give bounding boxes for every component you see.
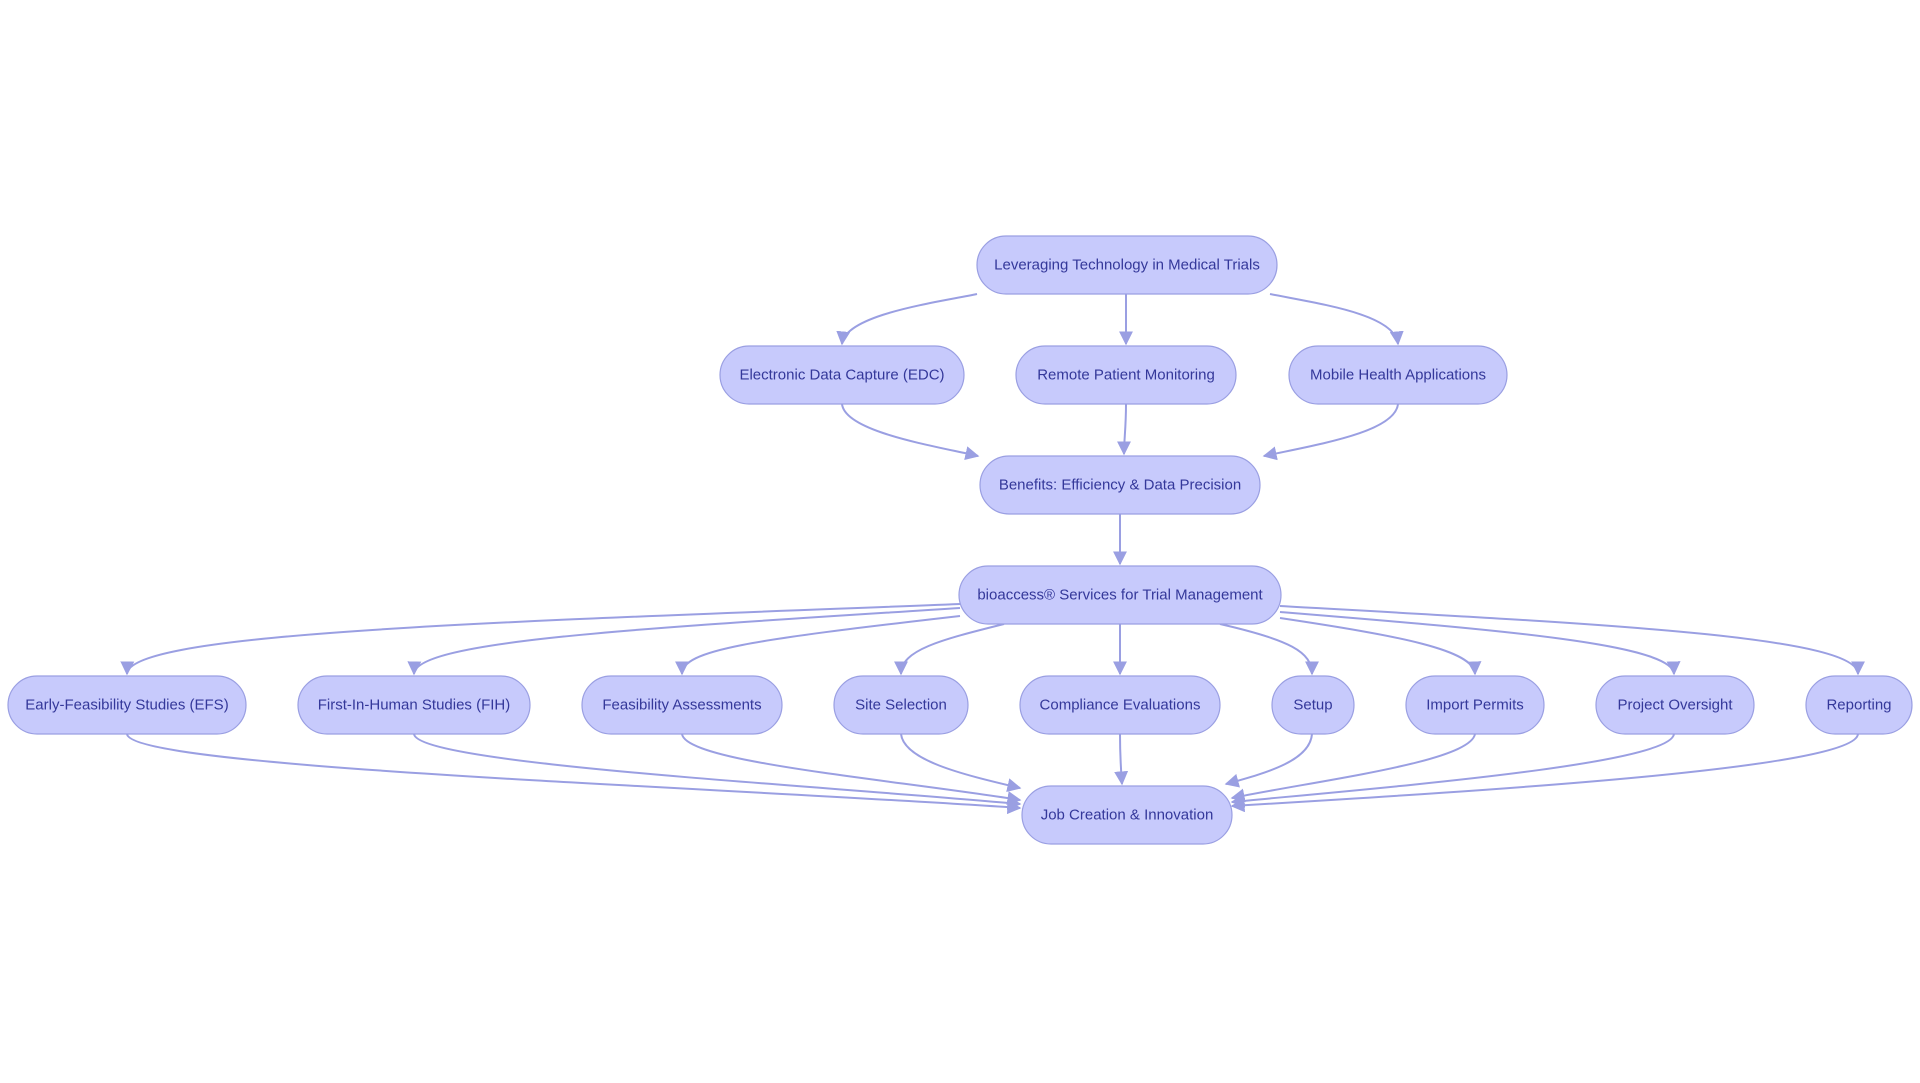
- node-site-label: Site Selection: [855, 697, 947, 714]
- edge-bioaccess-to-site: [894, 623, 1005, 676]
- edge-root-to-mha: [1269, 293, 1404, 346]
- edge-efs-to-jobs: [126, 733, 1022, 815]
- node-site: Site Selection: [833, 675, 969, 735]
- edge-bioaccess-to-oversight: [1279, 611, 1681, 676]
- edge-edc-to-benefits: [841, 403, 980, 460]
- node-rpm-label: Remote Patient Monitoring: [1037, 367, 1215, 384]
- node-comp: Compliance Evaluations: [1019, 675, 1221, 735]
- node-benefits-label: Benefits: Efficiency & Data Precision: [999, 477, 1241, 494]
- edge-bioaccess-to-reporting: [1279, 605, 1865, 676]
- node-setup-label: Setup: [1293, 697, 1332, 714]
- edge-bioaccess-to-setup: [1219, 623, 1319, 676]
- node-feas: Feasibility Assessments: [581, 675, 783, 735]
- node-benefits: Benefits: Efficiency & Data Precision: [979, 455, 1261, 515]
- edge-comp-to-jobs: [1114, 733, 1129, 786]
- edge-oversight-to-jobs: [1230, 733, 1675, 808]
- node-reporting-label: Reporting: [1826, 697, 1891, 714]
- node-jobs: Job Creation & Innovation: [1021, 785, 1233, 845]
- node-bioaccess: bioaccess® Services for Trial Management: [958, 565, 1282, 625]
- node-fih: First-In-Human Studies (FIH): [297, 675, 531, 735]
- edge-bioaccess-to-fih: [407, 607, 961, 676]
- node-root-label: Leveraging Technology in Medical Trials: [994, 257, 1260, 274]
- node-mha-label: Mobile Health Applications: [1310, 367, 1486, 384]
- edge-feas-to-jobs: [681, 733, 1022, 805]
- node-bioaccess-label: bioaccess® Services for Trial Management: [977, 587, 1263, 604]
- edge-bioaccess-to-feas: [675, 615, 961, 676]
- edge-bioaccess-to-import: [1279, 617, 1482, 676]
- node-edc-label: Electronic Data Capture (EDC): [739, 367, 944, 384]
- node-rpm: Remote Patient Monitoring: [1015, 345, 1237, 405]
- node-efs-label: Early-Feasibility Studies (EFS): [25, 697, 228, 714]
- node-setup: Setup: [1271, 675, 1355, 735]
- node-jobs-label: Job Creation & Innovation: [1041, 807, 1214, 824]
- node-feas-label: Feasibility Assessments: [602, 697, 761, 714]
- node-fih-label: First-In-Human Studies (FIH): [318, 697, 511, 714]
- node-root: Leveraging Technology in Medical Trials: [976, 235, 1278, 295]
- edge-bioaccess-to-efs: [120, 603, 961, 676]
- edge-rpm-to-benefits: [1117, 403, 1132, 456]
- node-import: Import Permits: [1405, 675, 1545, 735]
- edges: [120, 293, 1865, 815]
- node-import-label: Import Permits: [1426, 697, 1524, 714]
- node-oversight-label: Project Oversight: [1617, 697, 1733, 714]
- edge-fih-to-jobs: [413, 733, 1022, 810]
- node-mha: Mobile Health Applications: [1288, 345, 1508, 405]
- edge-site-to-jobs: [900, 733, 1022, 792]
- edge-root-to-edc: [836, 293, 978, 346]
- node-reporting: Reporting: [1805, 675, 1913, 735]
- edge-reporting-to-jobs: [1230, 733, 1859, 813]
- edge-mha-to-benefits: [1262, 403, 1399, 461]
- node-efs: Early-Feasibility Studies (EFS): [7, 675, 247, 735]
- edge-import-to-jobs: [1230, 733, 1476, 803]
- node-comp-label: Compliance Evaluations: [1040, 697, 1201, 714]
- edge-setup-to-jobs: [1224, 733, 1313, 788]
- node-oversight: Project Oversight: [1595, 675, 1755, 735]
- node-edc: Electronic Data Capture (EDC): [719, 345, 965, 405]
- nodes: Leveraging Technology in Medical Trials …: [7, 235, 1913, 845]
